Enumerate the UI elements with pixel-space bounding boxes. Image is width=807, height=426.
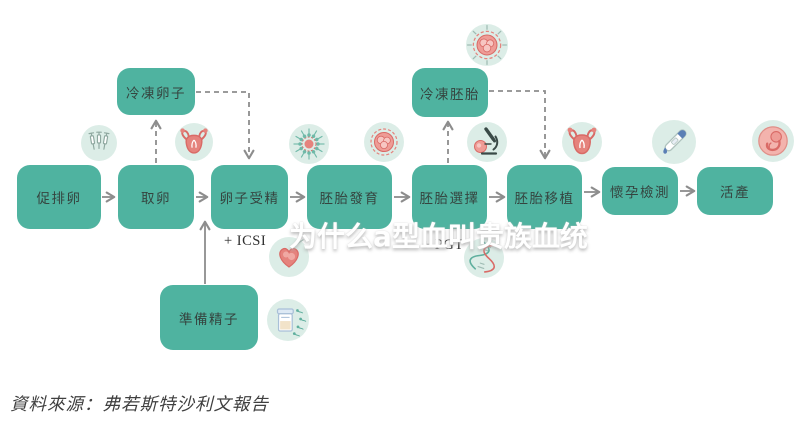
- pgt-annotation: + PGT: [422, 237, 464, 253]
- flow-step-label: 冷凍胚胎: [420, 86, 480, 102]
- icsi-annotation: + ICSI: [224, 233, 267, 249]
- flow-step-embryo-transfer: 胚胎移植: [507, 165, 582, 229]
- flow-step-egg-retrieval: 取卵: [118, 165, 194, 229]
- uterus-icon: [562, 122, 602, 162]
- flow-step-embryo-development: 胚胎發育: [307, 165, 392, 229]
- icsi-embryo-icon: [269, 237, 309, 277]
- flow-step-label: 胚胎移植: [514, 191, 575, 206]
- fetus-icon: [752, 120, 794, 162]
- microscope-icon: [467, 122, 507, 162]
- flow-step-live-birth: 活產: [697, 167, 773, 215]
- frozen-embryo-icon: [466, 24, 508, 66]
- flow-step-frozen-embryos: 冷凍胚胎: [412, 68, 488, 117]
- flow-step-label: 胚胎選擇: [419, 191, 480, 206]
- egg-with-sperm-icon: [289, 124, 329, 164]
- syringes-icon: [81, 125, 117, 161]
- pregnancy-test-stick-icon: [652, 120, 696, 164]
- uterus-icon: [175, 123, 213, 161]
- flow-step-label: 活產: [720, 185, 750, 200]
- flow-step-embryo-selection: 胚胎選擇: [412, 165, 487, 229]
- flow-step-frozen-eggs: 冷凍卵子: [117, 68, 195, 115]
- flow-step-label: 促排卵: [36, 191, 82, 206]
- flow-step-label: 胚胎發育: [319, 191, 380, 206]
- flow-step-label: 懷孕檢測: [610, 185, 670, 200]
- flow-step-label: 取卵: [141, 191, 171, 206]
- watermark: 为什么a型血叫贵族血统: [289, 220, 588, 253]
- flow-step-sperm-preparation: 準備精子: [160, 285, 258, 350]
- flow-step-egg-fertilization: 卵子受精: [211, 165, 288, 229]
- flow-step-label: 準備精子: [179, 311, 239, 327]
- flow-step-pregnancy-test: 懷孕檢測: [602, 167, 678, 215]
- source-citation: 資料來源：弗若斯特沙利文報告: [10, 394, 269, 414]
- flow-step-label: 卵子受精: [219, 191, 280, 206]
- flow-step-ovulation-induction: 促排卵: [17, 165, 101, 229]
- sperm-sample-jar-icon: [267, 299, 309, 341]
- embryo-cells-icon: [364, 122, 404, 162]
- dna-helix-icon: [464, 238, 504, 278]
- flow-step-label: 冷凍卵子: [126, 85, 186, 101]
